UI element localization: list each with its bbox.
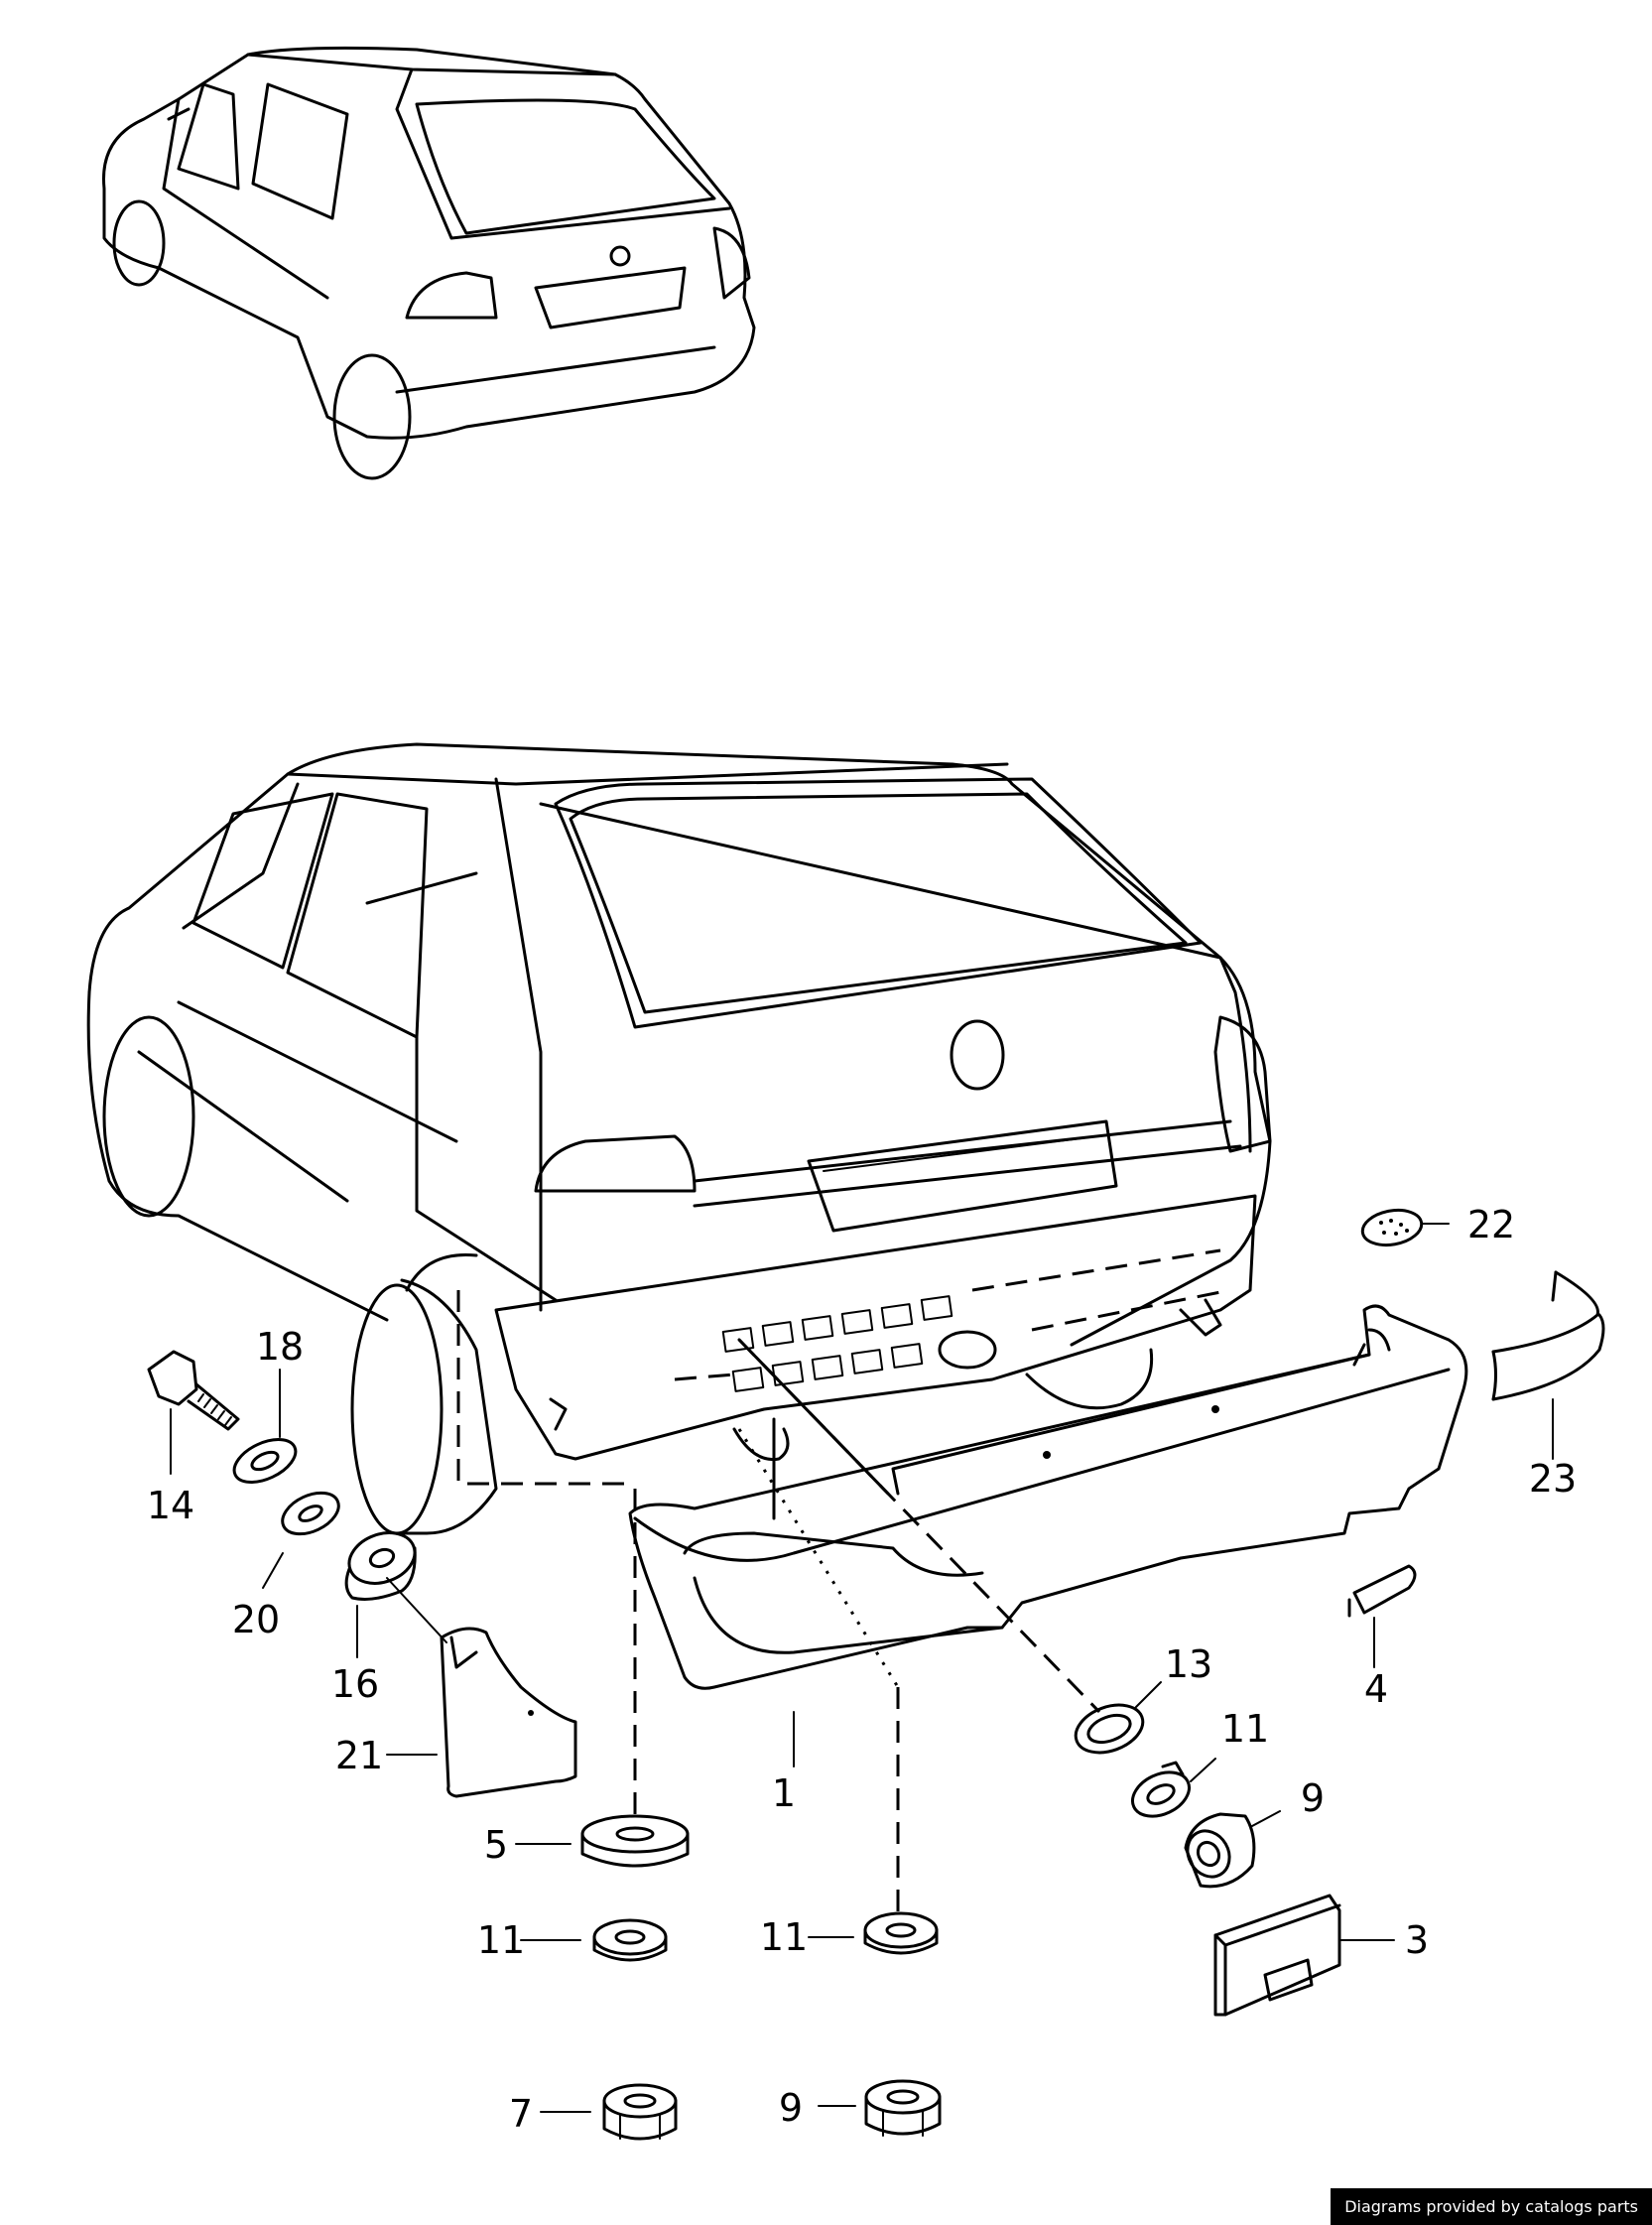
part-9a-nut bbox=[1184, 1810, 1281, 1889]
label-part-20: 20 bbox=[232, 1598, 280, 1641]
part-22-plug bbox=[1360, 1208, 1450, 1247]
label-part-11-left: 11 bbox=[477, 1918, 525, 1962]
credit-badge: Diagrams provided by catalogs parts bbox=[1331, 2188, 1652, 2225]
part-13-washer bbox=[1074, 1681, 1162, 1755]
part-20-spring-washer bbox=[262, 1491, 340, 1589]
label-part-9-bottom: 9 bbox=[779, 2086, 803, 2130]
bumper bbox=[628, 1304, 1468, 1690]
overview-car bbox=[102, 46, 756, 480]
label-part-3: 3 bbox=[1405, 1918, 1429, 1962]
part-labels: 1 3 4 5 7 9 9 11 11 11 13 14 16 18 20 21… bbox=[147, 1203, 1577, 2136]
part-14-bolt bbox=[147, 1350, 240, 1475]
part-5-disc bbox=[515, 1814, 690, 1868]
part-3-pad bbox=[1213, 1894, 1395, 2017]
part-11b-spring-washer bbox=[808, 1911, 939, 1955]
label-part-11-right: 11 bbox=[1221, 1707, 1269, 1751]
label-part-5: 5 bbox=[484, 1823, 508, 1867]
main-car bbox=[86, 742, 1272, 1535]
part-16-spacer bbox=[344, 1531, 447, 1658]
label-part-4: 4 bbox=[1364, 1667, 1388, 1711]
part-23-moulding bbox=[1491, 1270, 1605, 1460]
label-part-14: 14 bbox=[147, 1484, 194, 1527]
part-7-nut bbox=[540, 2083, 678, 2141]
label-part-13: 13 bbox=[1165, 1642, 1212, 1686]
part-11c-spring-washer bbox=[1131, 1758, 1216, 1818]
part-21-mudflap bbox=[386, 1627, 577, 1798]
label-part-21: 21 bbox=[335, 1734, 383, 1777]
label-part-18: 18 bbox=[256, 1325, 304, 1369]
part-18-washer bbox=[232, 1369, 298, 1484]
label-part-22: 22 bbox=[1467, 1203, 1515, 1246]
part-11a-spring-washer bbox=[520, 1918, 668, 1962]
label-part-23: 23 bbox=[1529, 1457, 1577, 1501]
label-part-16: 16 bbox=[331, 1662, 379, 1706]
assembly-lines bbox=[456, 1290, 1101, 1915]
part-9b-nut bbox=[818, 2079, 942, 2137]
part-4-clip bbox=[1347, 1564, 1417, 1668]
label-part-9-right: 9 bbox=[1301, 1776, 1325, 1820]
label-part-1: 1 bbox=[772, 1771, 796, 1815]
label-part-11-centre: 11 bbox=[760, 1915, 808, 1959]
label-part-7: 7 bbox=[509, 2092, 533, 2136]
